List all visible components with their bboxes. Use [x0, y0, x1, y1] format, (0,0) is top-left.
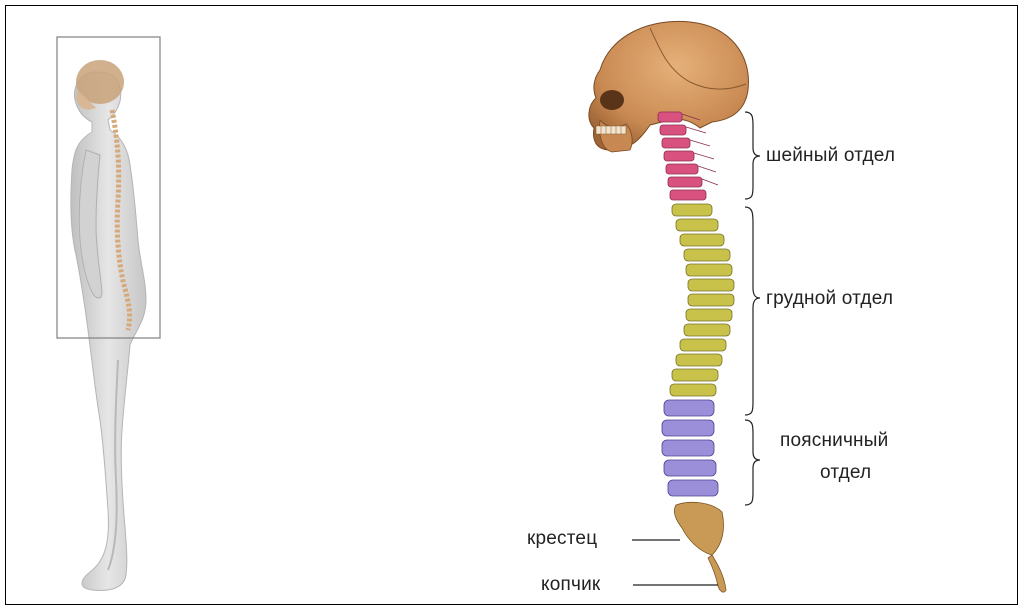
sacrum-label: крестец: [527, 528, 597, 550]
thoracic-label: грудной отдел: [766, 288, 893, 310]
coccyx-label: копчик: [541, 574, 600, 596]
cervical-label: шейный отдел: [766, 145, 895, 167]
lumbar-label-line1: поясничный: [780, 430, 888, 452]
lumbar-label-line2: отдел: [820, 462, 871, 484]
